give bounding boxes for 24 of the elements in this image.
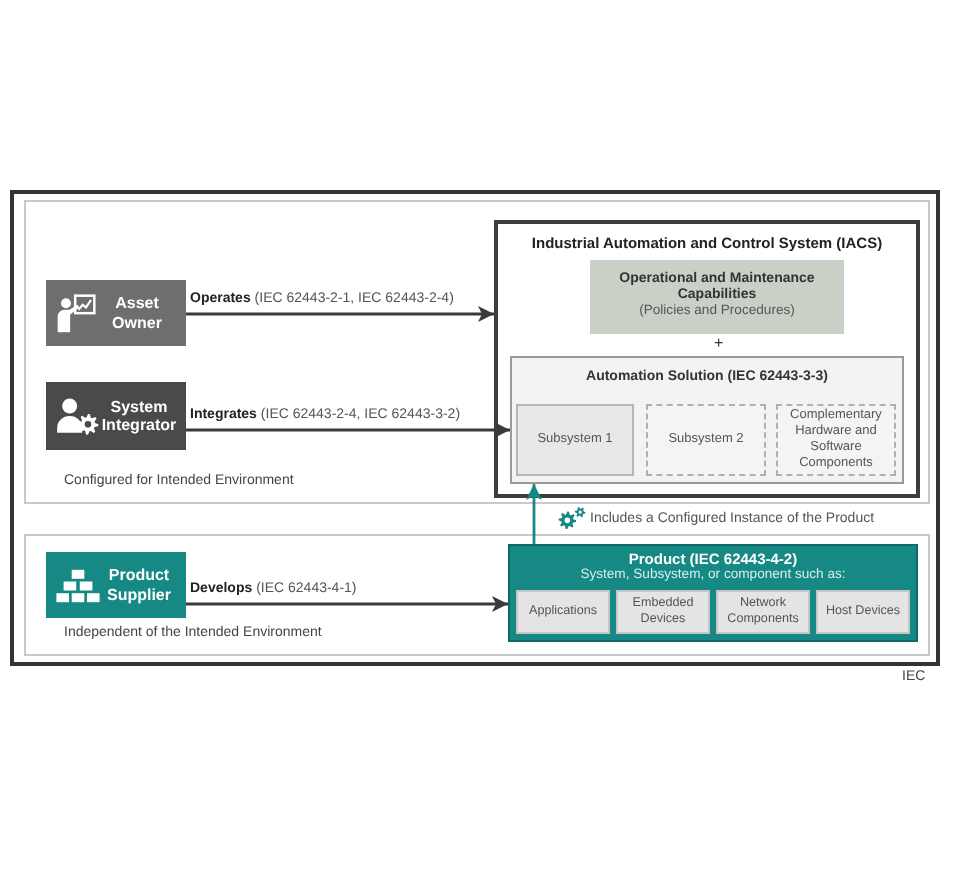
plus-sign: + [714,334,724,352]
actor-label: Asset Owner [110,294,164,332]
actor-box [46,552,186,618]
dashed-component-box [646,404,766,476]
arrow [186,422,510,438]
arrow [186,596,508,612]
actor-box [46,280,186,346]
solution-box [510,356,904,484]
capabilities-box [590,260,844,334]
arrow [186,306,494,322]
product-type-box [816,590,910,634]
environment-panel [24,200,930,504]
component-box [516,404,634,476]
environment-panel [24,534,930,656]
actor-label: System Integrator [100,397,178,435]
actor-box [46,382,186,450]
product-box [508,544,918,642]
actor-label: Product Supplier [104,566,173,604]
product-type-box [616,590,710,634]
product-type-box [516,590,610,634]
system-box [494,220,920,498]
arrow [526,484,542,544]
product-type-box [716,590,810,634]
dashed-component-box [776,404,896,476]
